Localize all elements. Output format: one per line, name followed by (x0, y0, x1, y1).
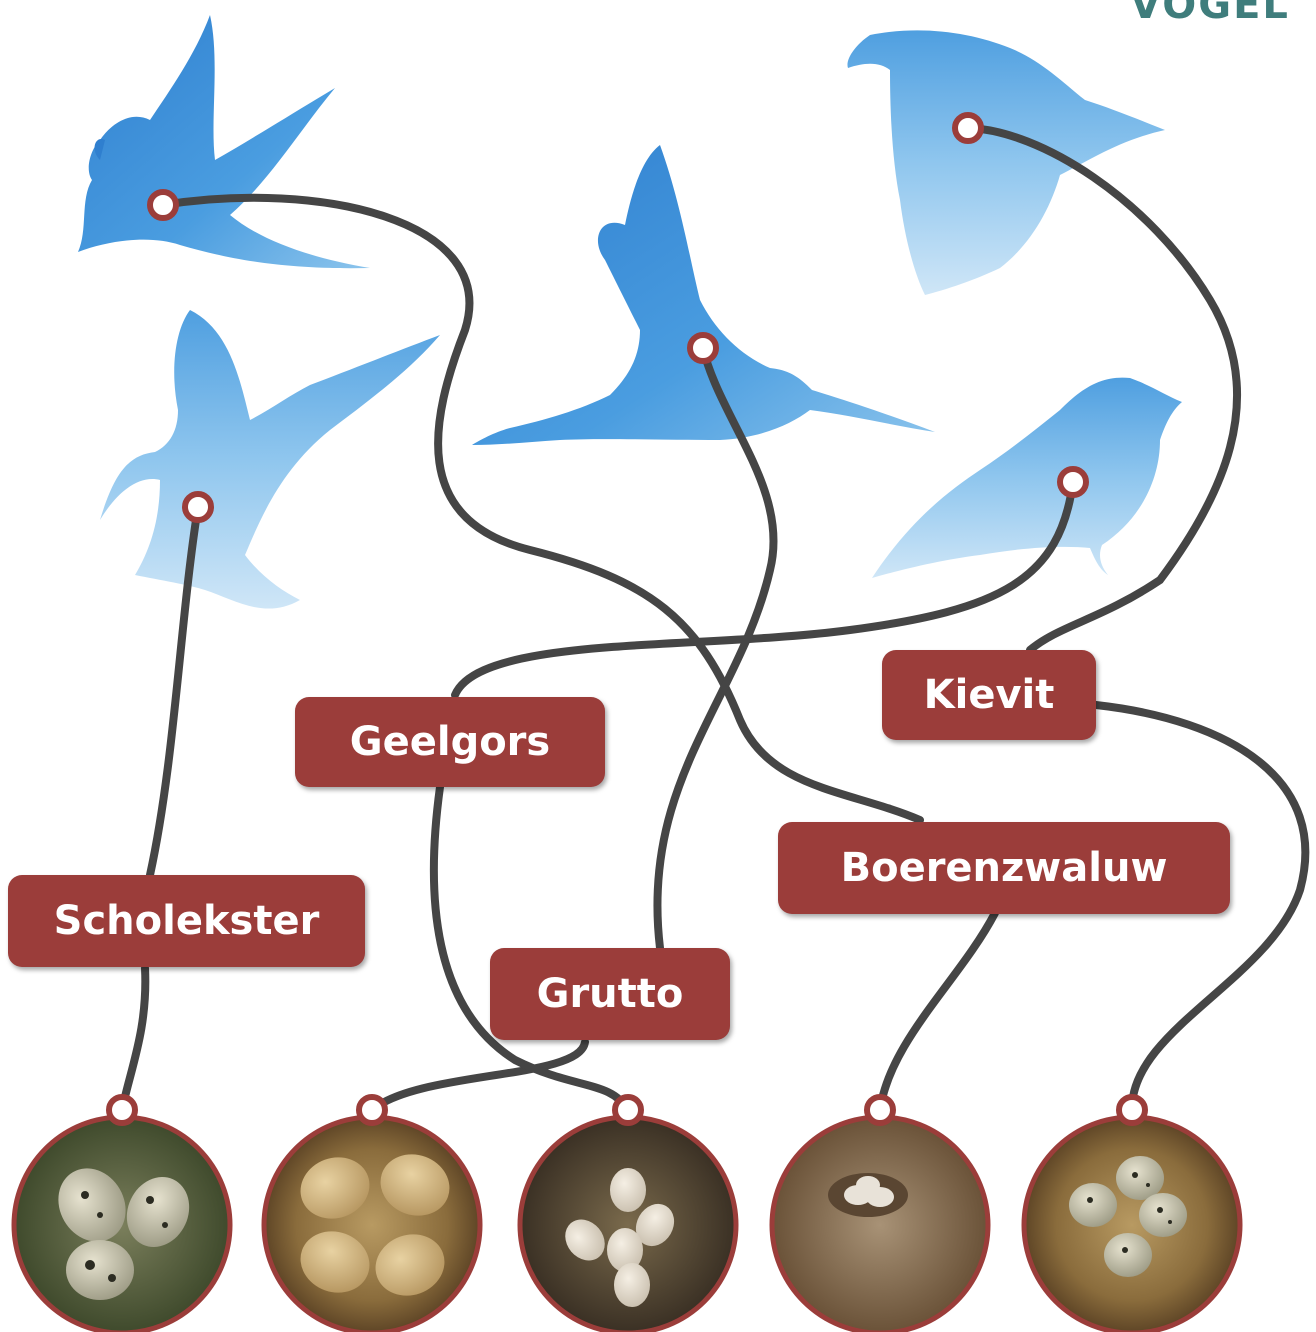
string-boerenzwaluw-nest (880, 913, 995, 1110)
label-kievit: Kievit (882, 650, 1096, 740)
grutto-nest-photo (264, 1097, 480, 1332)
oystercatcher-silhouette (100, 310, 440, 609)
label-scholekster: Scholekster (8, 875, 365, 967)
geelgors-nest-photo (520, 1097, 736, 1332)
label-grutto: Grutto (490, 948, 730, 1040)
lapwing-silhouette (847, 30, 1165, 295)
yellowhammer-silhouette (872, 378, 1182, 578)
label-boerenzwaluw: Boerenzwaluw (778, 822, 1230, 914)
swallow-silhouette (78, 15, 370, 268)
string-scholekster-nest (122, 968, 145, 1110)
kievit-nest-photo (1024, 1097, 1240, 1332)
scholekster-nest-photo (14, 1097, 230, 1332)
label-geelgors: Geelgors (295, 697, 605, 787)
godwit-silhouette (472, 145, 935, 445)
boerenzwaluw-nest-photo (772, 1097, 988, 1332)
